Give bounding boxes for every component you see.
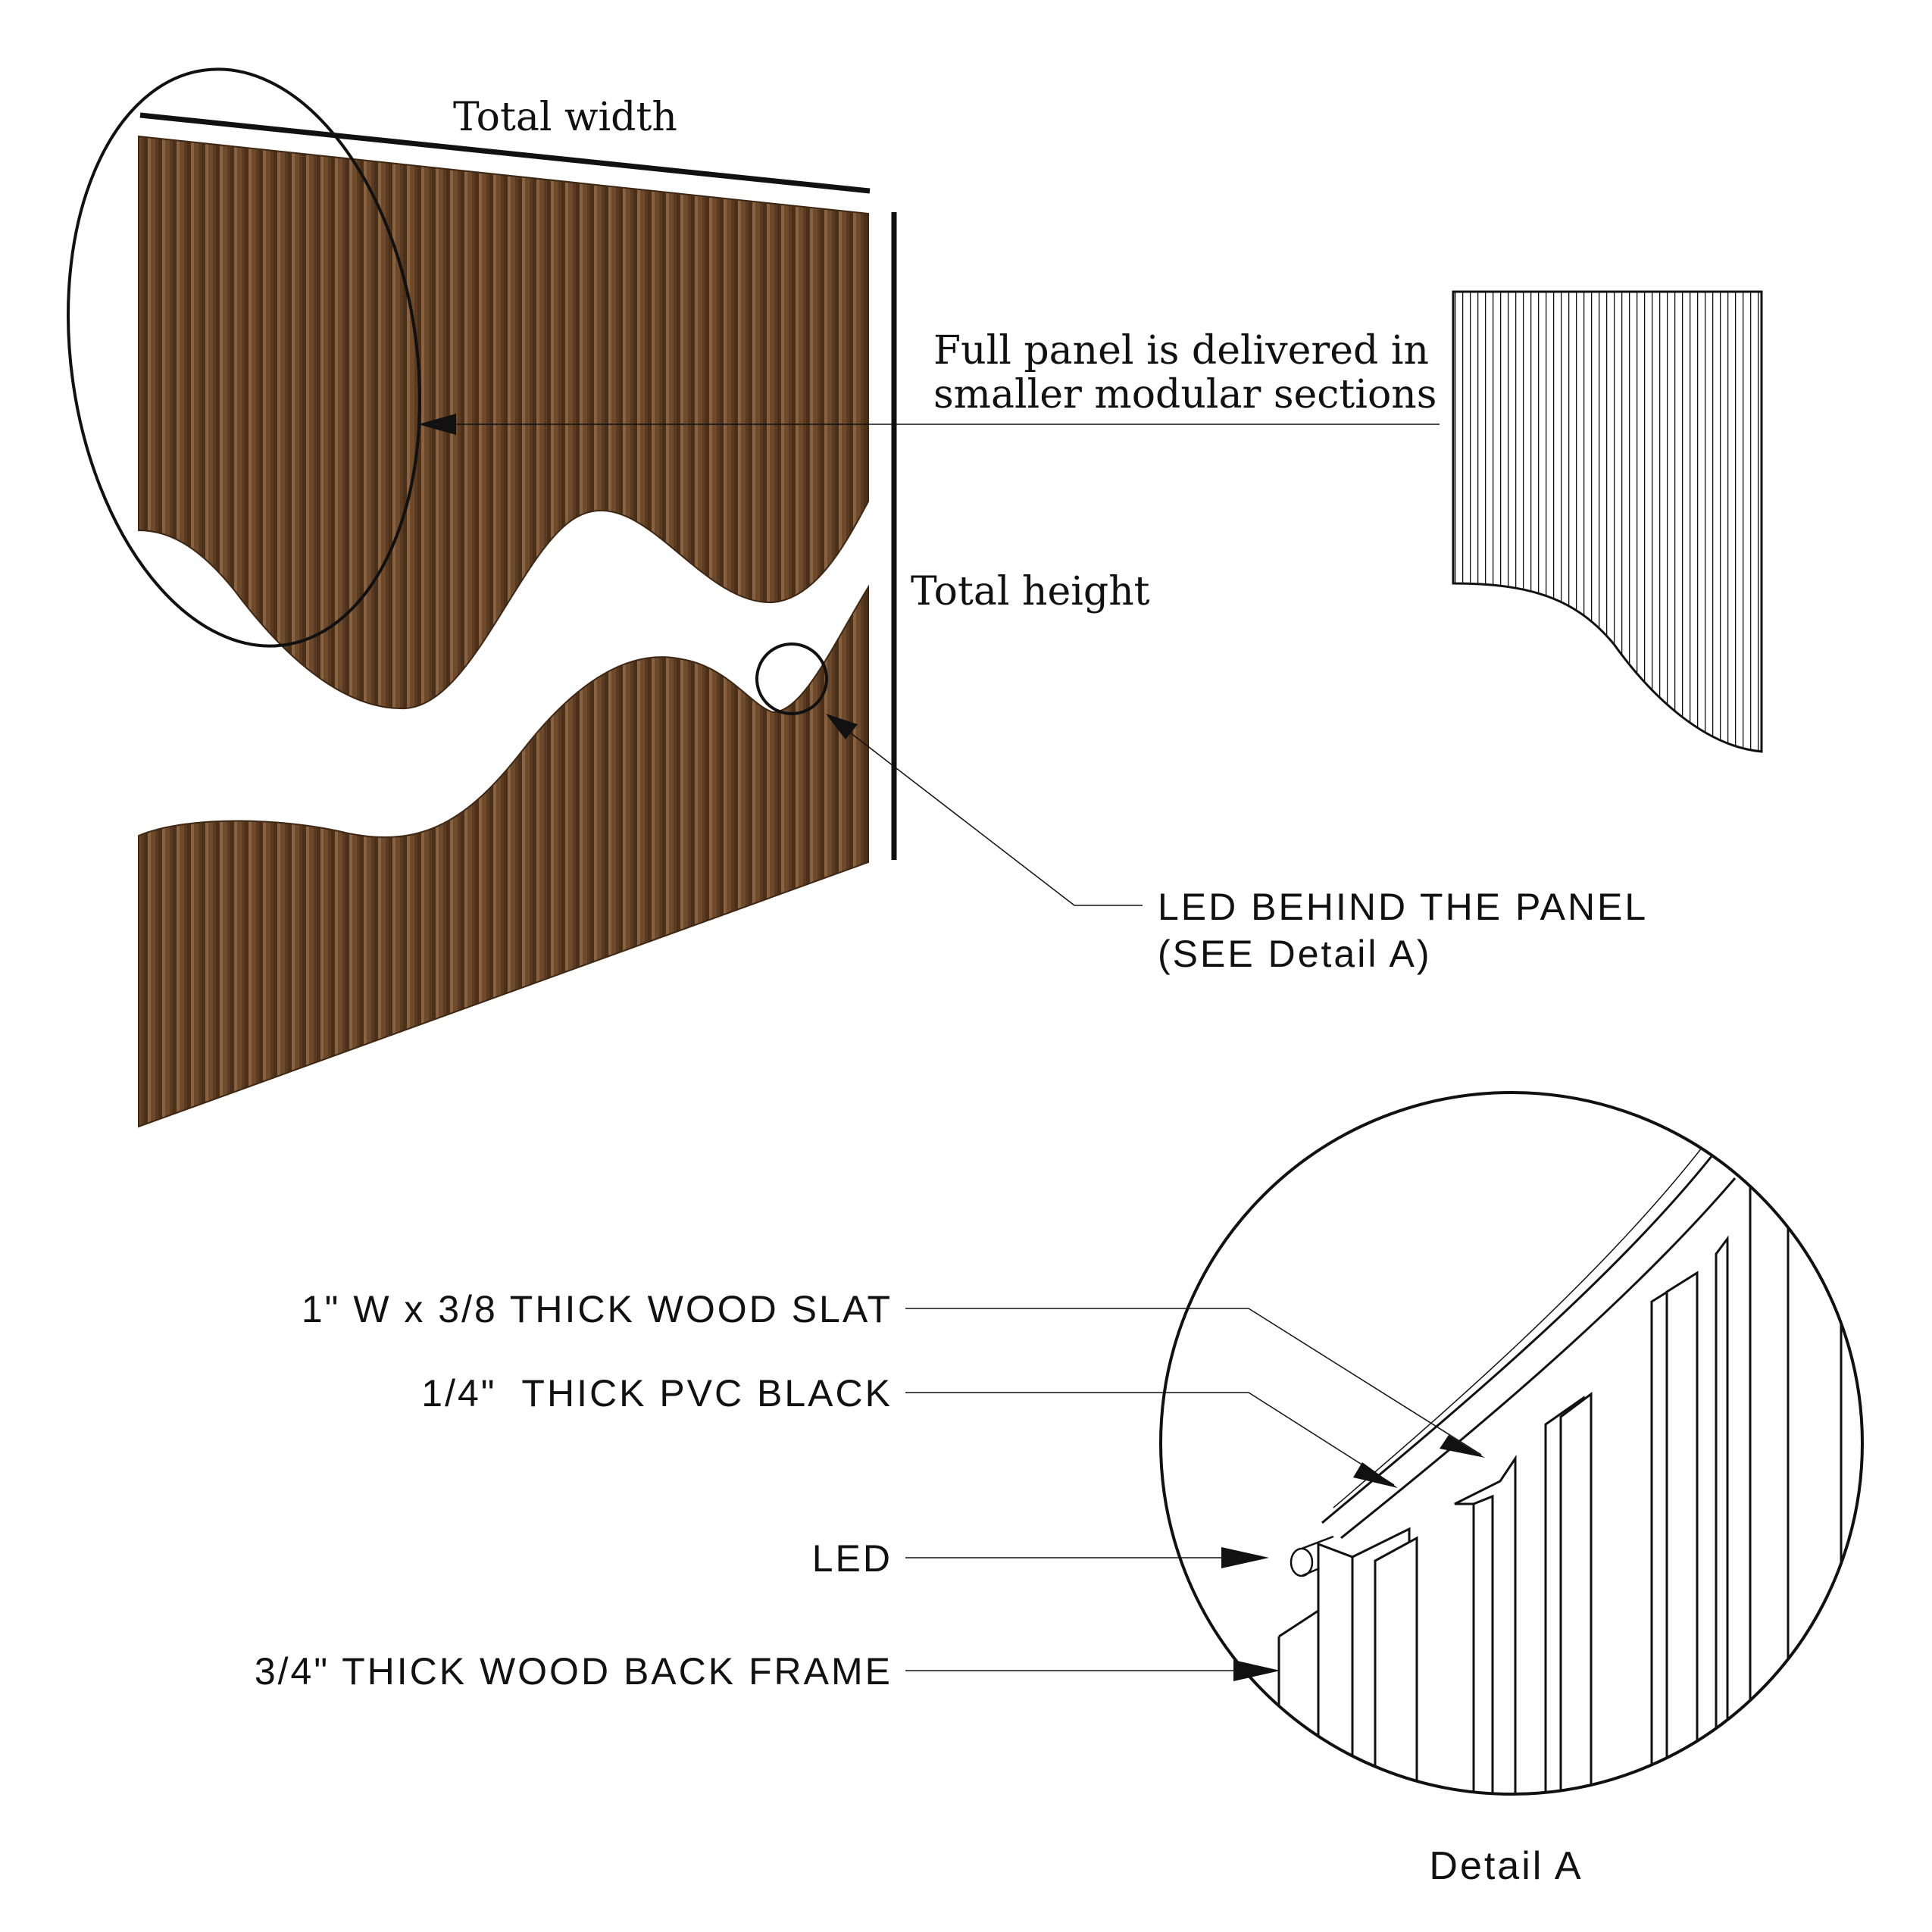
pvc-band-back: [1333, 1143, 1705, 1508]
modular-section-drawing: [1452, 290, 1763, 753]
slat-10: [1715, 1235, 1729, 1794]
wood-slat-label: 1" W x 3/8 THICK WOOD SLAT: [302, 1288, 893, 1330]
upper-wall-panel: [138, 135, 869, 710]
slat-11: [1749, 1179, 1790, 1794]
pvc-band-inner: [1340, 1177, 1737, 1540]
wood-slat-arrow-icon: [1440, 1435, 1485, 1458]
slat-12: [1787, 1217, 1843, 1794]
detail-a-title: Detail A: [1429, 1844, 1583, 1888]
modular-note-line2: smaller modular sections: [933, 372, 1436, 417]
led-detail-arrow-icon: [1221, 1547, 1269, 1568]
slat-5: [1472, 1494, 1494, 1794]
pvc-leader: [905, 1392, 1395, 1486]
led-arrow-icon: [826, 714, 858, 739]
slat-3: [1374, 1536, 1418, 1794]
detail-a-circle: [1159, 1091, 1864, 1796]
back-frame-label: 3/4" THICK WOOD BACK FRAME: [255, 1650, 893, 1693]
led-note-line2: (SEE Detail A): [1158, 933, 1432, 975]
pvc-arrow-icon: [1353, 1462, 1398, 1488]
slat-13: [1840, 1269, 1862, 1794]
led-callout-circle: [755, 642, 828, 715]
wood-slat-leader: [905, 1308, 1482, 1455]
detail-arrows: [1221, 1435, 1485, 1681]
back-frame-arrow-icon: [1233, 1660, 1280, 1681]
total-width-label: Total width: [453, 95, 677, 140]
detail-leaders: [905, 1308, 1482, 1671]
led-label: LED: [812, 1537, 893, 1580]
detail-a-drawing: [1277, 1143, 1862, 1794]
modular-note-line1: Full panel is delivered in: [933, 328, 1429, 374]
total-height-label: Total height: [911, 569, 1150, 614]
led-leader-line: [833, 719, 1143, 906]
slats-group: [1317, 1179, 1862, 1794]
slat-7: [1559, 1392, 1593, 1794]
slat-9: [1665, 1271, 1699, 1794]
total-width-line: [139, 112, 871, 194]
modular-section-callout-ellipse: [67, 67, 421, 648]
pvc-label: 1/4" THICK PVC BLACK: [421, 1372, 893, 1415]
slat-1: [1317, 1542, 1354, 1794]
modular-arrow-icon: [418, 414, 456, 435]
led-note-line1: LED BEHIND THE PANEL: [1158, 886, 1648, 928]
lower-wall-panel: [138, 584, 869, 1128]
